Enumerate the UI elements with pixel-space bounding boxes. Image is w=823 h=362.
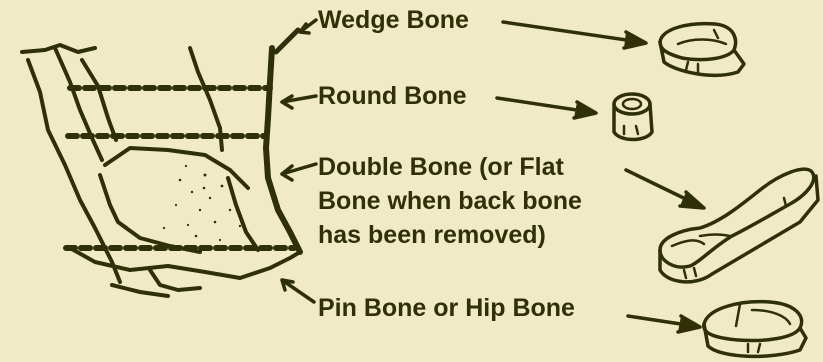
round-pointer xyxy=(282,96,316,108)
round-bone-label: Round Bone xyxy=(318,82,467,111)
pin-pointer xyxy=(282,280,314,302)
wedge-bone-label: Wedge Bone xyxy=(318,6,469,35)
outer-back-line xyxy=(266,48,300,252)
double-bone-label-line1: Double Bone (or Flat xyxy=(318,150,582,184)
double-bone-label: Double Bone (or Flat Bone when back bone… xyxy=(318,150,582,252)
wedge-pointer xyxy=(300,20,316,33)
double-bone-shape xyxy=(660,169,818,282)
round-arrow xyxy=(497,98,596,118)
double-pointer xyxy=(282,164,316,180)
wedge-arrow xyxy=(503,22,646,48)
double-bone-label-line3: has been removed) xyxy=(318,218,582,252)
cut-lines xyxy=(66,88,294,248)
double-arrow xyxy=(626,170,704,208)
wedge-bone-shape xyxy=(660,24,744,76)
pin-arrow xyxy=(628,316,700,332)
loin-section-drawing xyxy=(22,45,300,296)
wedge-tip xyxy=(276,30,298,52)
round-bone-shape xyxy=(614,94,652,140)
pin-bone-shape xyxy=(704,302,806,357)
double-bone-label-line2: Bone when back bone xyxy=(318,184,582,218)
pin-bone-label: Pin Bone or Hip Bone xyxy=(318,294,575,323)
